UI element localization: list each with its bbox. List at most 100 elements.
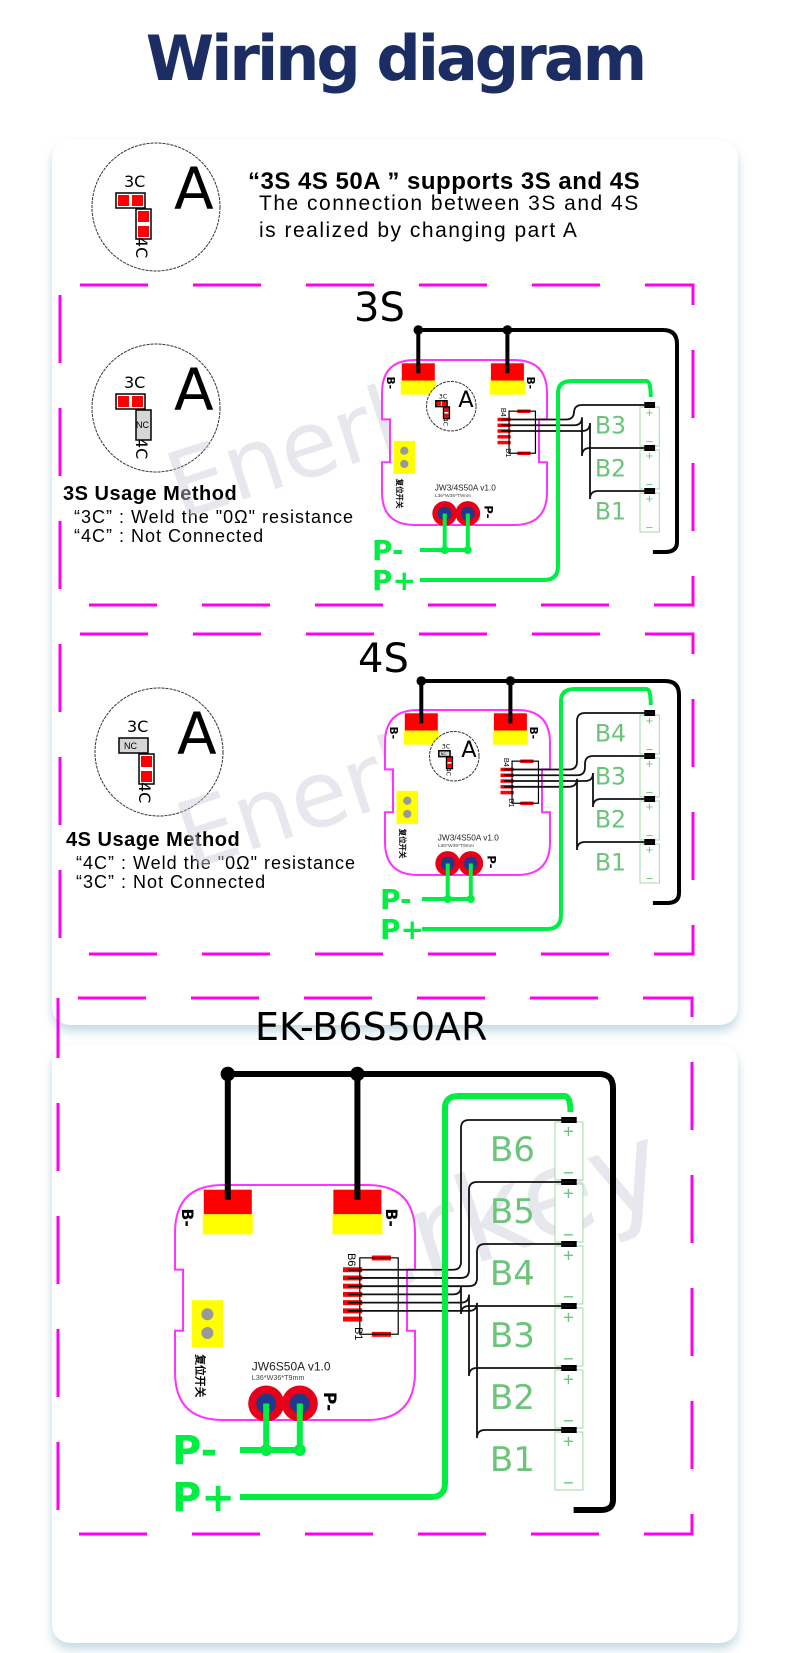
s4-bus-node-1 xyxy=(416,676,427,686)
s6-cell-minus-B5: − xyxy=(563,1224,574,1245)
s3-bus-node-1 xyxy=(413,325,424,335)
s3-b-minus-pad-yellow-left xyxy=(400,380,436,395)
s4-b-minus-label-right: B- xyxy=(527,727,540,740)
s6-balance-wire-3 xyxy=(347,1286,574,1315)
s6-cell-label-B5: B5 xyxy=(490,1192,535,1232)
s4-p-minus-node-2 xyxy=(466,895,475,903)
s3-b-minus-main-wire xyxy=(416,328,679,554)
s4-b-minus-label-left: B- xyxy=(387,727,400,740)
s3-pad-4c-label: 4C xyxy=(132,438,151,459)
s3-switch-pin-1 xyxy=(400,446,409,455)
s3-mini-part-a-circle xyxy=(426,380,477,432)
s3-sense-frame xyxy=(508,410,537,454)
s6-model-label: JW6S50A v1.0 xyxy=(252,1360,331,1374)
s3-bus-node-2 xyxy=(502,325,513,335)
s3-p-plus-wire xyxy=(420,379,653,582)
s6-p-minus-label: P- xyxy=(172,1428,217,1474)
s6-board-outline xyxy=(174,1184,416,1421)
s6-b-minus-pad-yellow-left xyxy=(202,1214,253,1235)
s6-cell-plus-B2: + xyxy=(563,1368,574,1389)
s4-mini-nc-label: NC xyxy=(441,752,447,756)
intro-line-2: is realized by changing part A xyxy=(259,219,579,242)
s4-mini-part-a-circle xyxy=(429,730,480,782)
s3-pad-3c-left xyxy=(118,396,129,407)
s4-sense-pin-4 xyxy=(500,790,514,795)
s3-balance-wire-2 xyxy=(500,422,653,500)
s4-p-plus-wire xyxy=(422,687,653,931)
s4-mini-part-a-label: A xyxy=(461,737,477,763)
s4-b-minus-main-wire xyxy=(419,679,681,905)
s3-pad-3c-label: 3C xyxy=(124,373,145,392)
s3-p-minus-node-1 xyxy=(440,546,449,554)
intro-pad-4c-label: 4C xyxy=(132,237,151,258)
s4-b-minus-pad-yellow-right xyxy=(492,730,528,745)
s4-balance-wire-1 xyxy=(503,755,653,777)
s3-wiring: +−B3+−B2+−B1P-P+ xyxy=(372,325,679,597)
intro-pad-3c-left xyxy=(118,195,129,206)
s3-mini-part-a-label: A xyxy=(458,387,474,413)
s6-sense-top-label: B6 xyxy=(345,1253,357,1266)
s6-cell-minus-B2: − xyxy=(563,1410,574,1431)
s6-switch-pin-2 xyxy=(201,1327,214,1340)
s6-dims-label: L36*W36*T9mm xyxy=(252,1373,305,1382)
s4-p-minus-label: P- xyxy=(380,883,412,916)
s4-cell-plus-B4: + xyxy=(646,713,654,728)
s4-p-pad-inner-1 xyxy=(463,856,478,871)
s4-mini-pad-3c-nc xyxy=(438,750,451,758)
s4-p-plus-label: P+ xyxy=(380,913,424,946)
frame-6s xyxy=(56,996,694,1536)
s6-sense-frame xyxy=(359,1257,399,1335)
s3-model-label: JW3/4S50A v1.0 xyxy=(435,483,496,492)
s4-pad-4c-frame xyxy=(138,753,155,785)
s6-balance-wire-5 xyxy=(347,1302,574,1439)
s4-cell-plus-B2: + xyxy=(646,799,654,814)
s6-bus-node-2 xyxy=(350,1066,365,1082)
s3-b-minus-pad-yellow-right xyxy=(489,380,525,395)
s3-cell-minus-B3: − xyxy=(646,434,654,449)
s4-pad-4c-label: 4C xyxy=(135,782,154,803)
s4-p-minus-label: P- xyxy=(484,855,498,868)
usage-title-4s: 4S Usage Method xyxy=(66,829,241,851)
s3-mini-pad-4c-label: 4C xyxy=(442,418,449,426)
s4-wiring: +−B4+−B3+−B2+−B1P-P+ xyxy=(380,676,681,946)
s4-part-a-circle xyxy=(94,687,224,817)
s3-switch-pin-2 xyxy=(400,459,409,469)
s6-balance-wire-0 xyxy=(347,1119,574,1271)
intro-pad-3c-frame xyxy=(115,192,146,209)
s6-b-minus-pad-yellow-right xyxy=(332,1214,383,1235)
s6-p-plus-label: P+ xyxy=(172,1475,235,1521)
s3-mini-pad-3c-label: 3C xyxy=(439,393,447,400)
s4-pad-4c-bottom xyxy=(141,771,152,782)
s4-switch-label: 复位开关 xyxy=(398,828,408,859)
s4-sense-bottom-label: B1 xyxy=(507,798,516,807)
s6-cell-plus-B4: + xyxy=(563,1244,574,1265)
s4-balance-wire-3 xyxy=(503,778,653,851)
s6-cell-minus-B4: − xyxy=(563,1286,574,1307)
s4-model-label: JW3/4S50A v1.0 xyxy=(438,833,499,842)
usage-title-3s: 3S Usage Method xyxy=(63,483,238,505)
s4-sense-top-label: B4 xyxy=(502,758,511,767)
s3-switch-label: 复位开关 xyxy=(395,478,405,509)
s3-b-minus-label-right: B- xyxy=(524,377,537,390)
s4-cell-label-B2: B2 xyxy=(595,805,626,833)
s3-mini-pad-3c-left xyxy=(436,401,441,406)
s3-pad-4c-nc xyxy=(135,409,152,441)
intro-pad-3c-label: 3C xyxy=(124,172,145,191)
s4-mini-pad-4c-top xyxy=(447,757,452,763)
s4-balance-wire-2 xyxy=(503,772,653,808)
s3-p-minus-label: P- xyxy=(372,534,404,567)
s3-pad-3c-frame xyxy=(115,393,146,410)
s6-reset-switch xyxy=(191,1300,223,1348)
s6-b-minus-main-wire xyxy=(224,1071,616,1513)
intro-pad-4c-top xyxy=(138,211,149,222)
s4-cell-minus-B3: − xyxy=(646,785,654,800)
s3-cell-label-B3: B3 xyxy=(595,411,626,439)
s4-switch-pin-1 xyxy=(403,796,412,805)
s4-sense-frame xyxy=(511,760,540,804)
usage-line-4s-2: “3C” : Not Connected xyxy=(76,872,267,892)
s3-mini-pad-4c-top xyxy=(444,407,449,413)
intro-line-1: The connection between 3S and 4S xyxy=(259,192,640,215)
